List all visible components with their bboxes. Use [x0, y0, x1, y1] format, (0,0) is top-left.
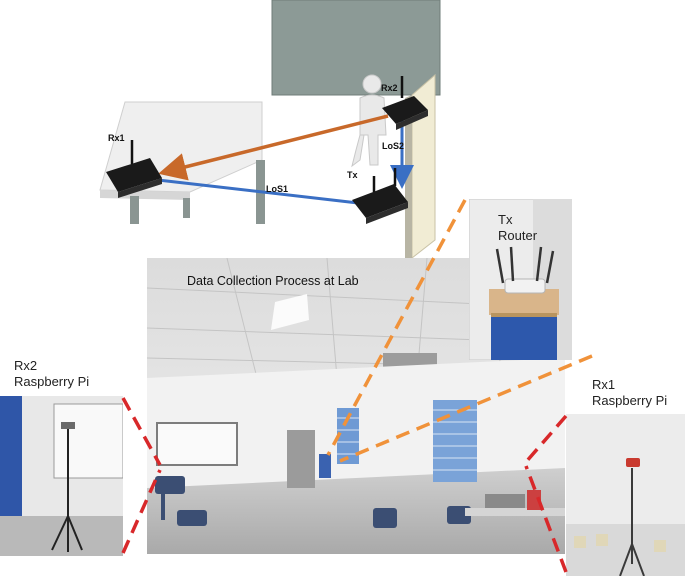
wall-socket — [596, 534, 608, 546]
link-los1 — [157, 178, 359, 205]
router-rx2-icon — [382, 76, 428, 130]
chairs — [155, 476, 471, 528]
rx1-photo-caption-line1: Rx1 — [592, 377, 616, 392]
rx2-label: Rx2 — [381, 83, 398, 93]
tx-label: Tx — [347, 170, 358, 180]
rx1-pi-photo — [566, 414, 685, 576]
los2-label: LoS2 — [382, 141, 405, 151]
rx1-tripod — [619, 468, 645, 576]
human-figure — [351, 74, 387, 168]
rx1-label: Rx1 — [108, 133, 125, 143]
wall-socket — [654, 540, 666, 552]
tx-router-photo — [469, 199, 572, 360]
rx2-pi-photo — [0, 396, 123, 556]
doorway — [287, 430, 315, 488]
rx2-tripod — [51, 426, 83, 552]
lab-floor — [147, 468, 565, 554]
tx-photo-caption-line1: Tx — [498, 212, 513, 227]
rx2-photo-caption-line1: Rx2 — [14, 358, 38, 373]
rx2-whiteboard — [53, 403, 123, 479]
back-wall — [271, 0, 441, 96]
rx2-pi-device — [61, 422, 75, 429]
rx1-pi-device — [626, 458, 640, 467]
desk-items — [485, 494, 525, 508]
los1-label: LoS1 — [266, 184, 289, 194]
desk-items — [527, 490, 541, 510]
tx-cabinet-body — [491, 313, 557, 360]
window-center — [337, 408, 359, 464]
tx-photo-caption-line2: Router — [498, 228, 538, 243]
wall-socket — [574, 536, 586, 548]
tx-cabinet — [319, 454, 331, 478]
link-rx2-to-rx1 — [158, 114, 389, 181]
table-leg — [130, 196, 139, 224]
tx-router-body — [504, 278, 546, 294]
lab-scene-diagram — [99, 0, 441, 260]
desk — [465, 508, 565, 516]
router-rx1-icon — [106, 140, 162, 198]
router-tx-icon — [352, 168, 408, 224]
whiteboard — [156, 422, 238, 466]
rx1-photo-caption-line2: Raspberry Pi — [592, 393, 668, 408]
rx2-photo-caption-line2: Raspberry Pi — [14, 374, 90, 389]
main-photo-caption: Data Collection Process at Lab — [187, 274, 359, 288]
ceiling-light — [271, 294, 309, 330]
table-leg — [183, 198, 190, 218]
